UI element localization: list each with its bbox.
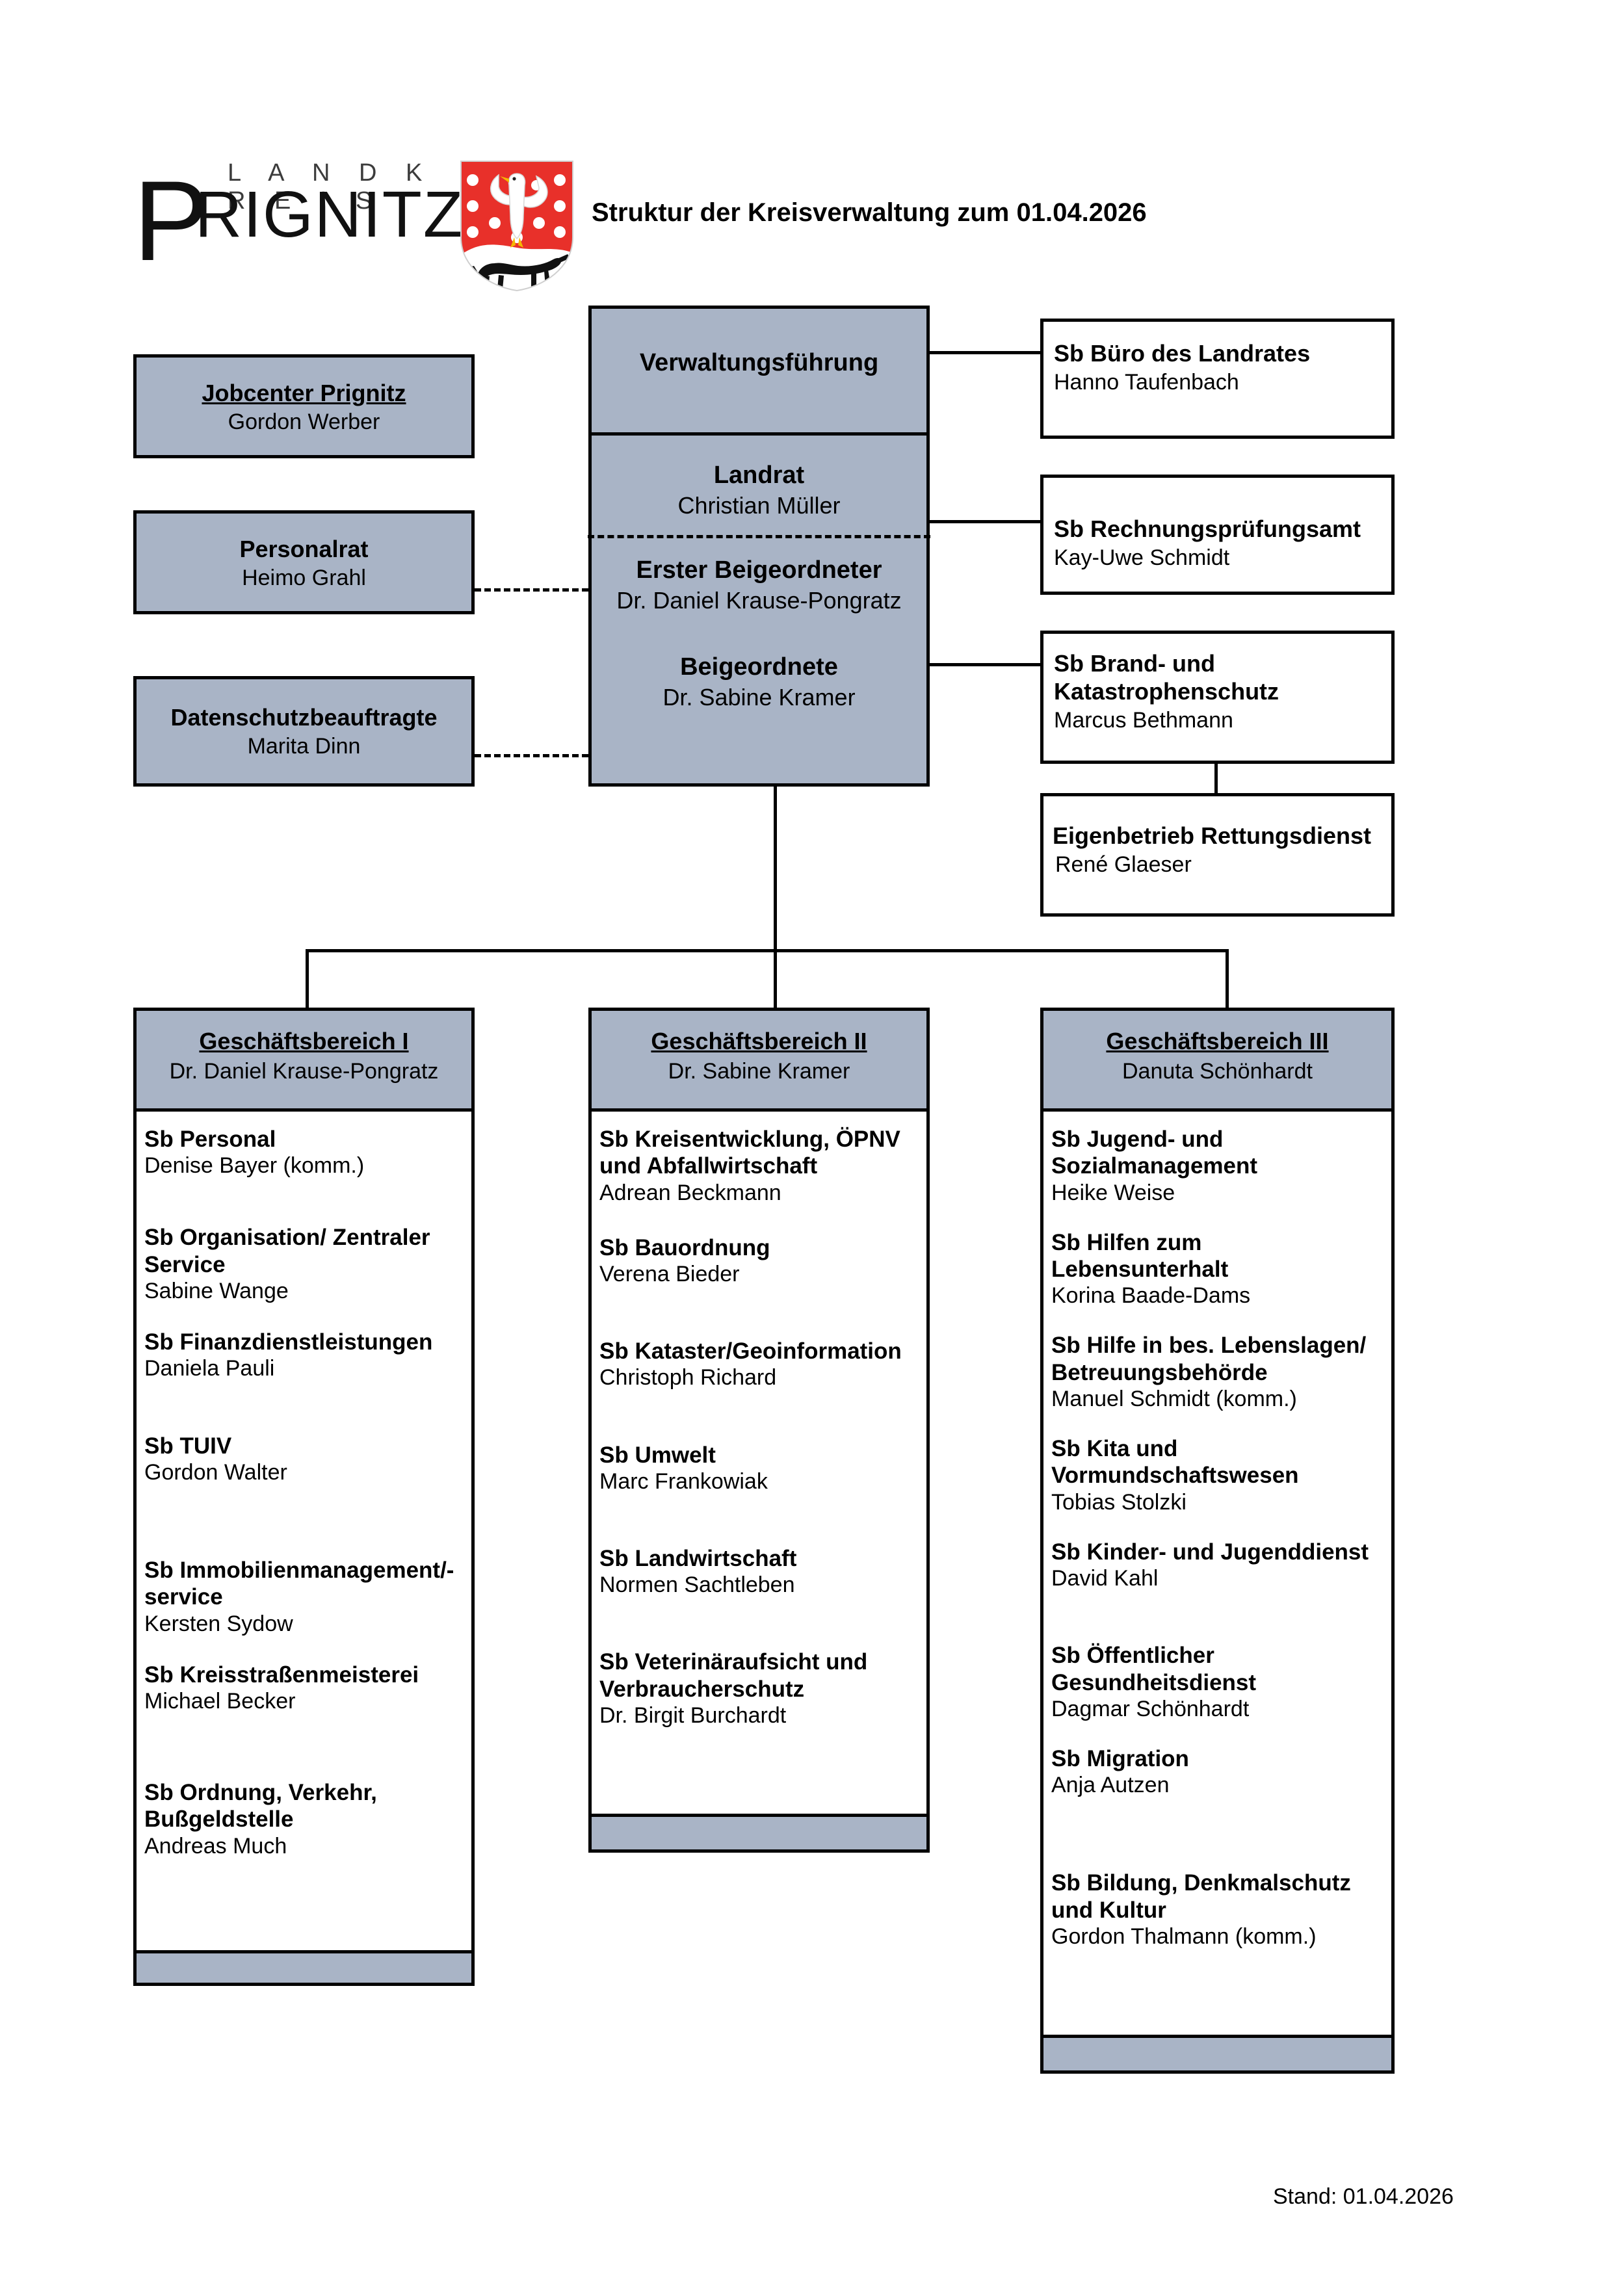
list-item[interactable]: Sb Bildung, Denkmalschutz und Kultur Gor…: [1051, 1870, 1351, 1949]
list-item[interactable]: Sb Finanzdienstleistungen Daniela Pauli: [144, 1329, 433, 1381]
box-personalrat[interactable]: Personalrat Heimo Grahl: [133, 510, 475, 614]
list-item[interactable]: Sb Umwelt Marc Frankowiak: [599, 1442, 768, 1494]
list-item[interactable]: Sb Kita und Vormundschaftswesen Tobias S…: [1051, 1436, 1299, 1515]
division-footer-2: [588, 1814, 930, 1853]
box-sb-rechnungspruefungsamt[interactable]: Sb Rechnungsprüfungsamt Kay-Uwe Schmidt: [1040, 475, 1395, 595]
landrat-title: Landrat: [713, 462, 805, 489]
box-jobcenter-prignitz[interactable]: Jobcenter Prignitz Gordon Werber: [133, 354, 475, 458]
connector-personalrat-dashed: [475, 588, 588, 592]
list-item[interactable]: Sb Kreisentwicklung, ÖPNV und Abfallwirt…: [599, 1127, 900, 1205]
personalrat-name: Heimo Grahl: [242, 566, 366, 590]
box-verwaltungsfuehrung[interactable]: Verwaltungsführung: [588, 306, 930, 436]
prignitz-coat-of-arms-icon: [460, 161, 573, 292]
list-item[interactable]: Sb TUIV Gordon Walter: [144, 1433, 287, 1485]
division-body-1[interactable]: Sb Personal Denise Bayer (komm.) Sb Orga…: [133, 1108, 475, 1953]
personalrat-title: Personalrat: [239, 536, 369, 562]
list-item[interactable]: Sb Immobilienmanagement/-service Kersten…: [144, 1557, 454, 1636]
box-datenschutzbeauftragte[interactable]: Datenschutzbeauftragte Marita Dinn: [133, 676, 475, 787]
landkreis-prignitz-logo: P L A N D K R E I S RIGNITZ: [130, 146, 585, 296]
box-sb-brand-und-katastrophenschutz[interactable]: Sb Brand- und Katastrophenschutz Marcus …: [1040, 631, 1395, 764]
list-item[interactable]: Sb Kinder- und Jugenddienst David Kahl: [1051, 1539, 1369, 1591]
beigeordnete-title: Beigeordnete: [680, 653, 838, 681]
landrat-name: Christian Müller: [677, 492, 841, 519]
division-header-2[interactable]: Geschäftsbereich II Dr. Sabine Kramer Ch…: [588, 1008, 930, 1134]
sb-brand-title: Sb Brand- und Katastrophenschutz: [1054, 650, 1279, 705]
jobcenter-name: Gordon Werber: [228, 410, 380, 434]
sb-buero-name: Hanno Taufenbach: [1054, 370, 1239, 395]
division-header-1[interactable]: Geschäftsbereich I Dr. Daniel Krause-Pon…: [133, 1008, 475, 1112]
beigeordnete-name: Dr. Sabine Kramer: [662, 684, 856, 711]
eigenbetrieb-title: Eigenbetrieb Rettungsdienst: [1053, 822, 1372, 849]
division-body-2[interactable]: Sb Kreisentwicklung, ÖPNV und Abfallwirt…: [588, 1108, 930, 1817]
stand-date: Stand: 01.04.2026: [1273, 2184, 1454, 2209]
division-3-title: Geschäftsbereich III: [1106, 1028, 1329, 1054]
connector-division-bus: [306, 949, 1229, 952]
list-item[interactable]: Sb Jugend- und Sozialmanagement Heike We…: [1051, 1127, 1258, 1205]
logo-initial-p: P: [133, 158, 209, 285]
sb-rpa-title: Sb Rechnungsprüfungsamt: [1054, 515, 1361, 542]
sb-rpa-name: Kay-Uwe Schmidt: [1054, 545, 1230, 570]
list-item[interactable]: Sb Veterinäraufsicht und Verbraucherschu…: [599, 1649, 868, 1728]
logo-prignitz-text: RIGNITZ: [195, 178, 464, 251]
division-1-lead: Dr. Daniel Krause-Pongratz: [169, 1059, 439, 1084]
box-sb-buero-des-landrates[interactable]: Sb Büro des Landrates Hanno Taufenbach: [1040, 319, 1395, 439]
leitung-divider: [588, 535, 930, 538]
division-header-3[interactable]: Geschäftsbereich III Danuta Schönhardt: [1040, 1008, 1395, 1112]
connector-center-drop: [774, 787, 777, 982]
list-item[interactable]: Sb Kreisstraßenmeisterei Michael Becker: [144, 1662, 419, 1714]
list-item[interactable]: Sb Öffentlicher Gesundheitsdienst Dagmar…: [1051, 1643, 1257, 1721]
division-2-title: Geschäftsbereich II: [651, 1028, 867, 1054]
division-body-3[interactable]: Sb Jugend- und Sozialmanagement Heike We…: [1040, 1108, 1395, 2038]
connector-to-buero: [930, 351, 1042, 354]
division-footer-1: [133, 1950, 475, 1986]
logo-wordmark: P L A N D K R E I S RIGNITZ: [130, 146, 468, 278]
list-item[interactable]: Sb Organisation/ Zentraler Service Sabin…: [144, 1225, 430, 1303]
list-item[interactable]: Sb Hilfen zum Lebensunterhalt Korina Baa…: [1051, 1229, 1251, 1309]
list-item[interactable]: Sb Ordnung, Verkehr, Bußgeldstelle Andre…: [144, 1780, 377, 1859]
connector-to-rpa: [930, 520, 1042, 523]
division-1-title: Geschäftsbereich I: [199, 1028, 409, 1054]
list-item[interactable]: Sb Migration Anja Autzen: [1051, 1745, 1189, 1798]
list-item[interactable]: Sb Hilfe in bes. Lebenslagen/ Betreuungs…: [1051, 1333, 1367, 1411]
connector-datenschutz-dashed: [475, 754, 588, 757]
list-item[interactable]: Sb Personal Denise Bayer (komm.): [144, 1127, 365, 1179]
division-2-lead: Dr. Sabine Kramer: [668, 1059, 850, 1084]
division-footer-3: [1040, 2035, 1395, 2074]
connector-to-brand: [930, 663, 1042, 666]
connector-brand-to-eigenbetrieb: [1214, 764, 1218, 795]
erster-beigeordneter-name: Dr. Daniel Krause-Pongratz: [616, 587, 902, 614]
box-eigenbetrieb-rettungsdienst[interactable]: Eigenbetrieb Rettungsdienst René Glaeser: [1040, 793, 1395, 917]
division-3-lead: Danuta Schönhardt: [1122, 1059, 1313, 1084]
datenschutz-name: Marita Dinn: [247, 734, 361, 759]
page-title: Struktur der Kreisverwaltung zum 01.04.2…: [592, 198, 1147, 227]
list-item[interactable]: Sb Bauordnung Verena Bieder: [599, 1234, 770, 1286]
connector-drop-division-1: [306, 949, 309, 1011]
list-item[interactable]: Sb Kataster/Geoinformation Christoph Ric…: [599, 1338, 902, 1390]
eigenbetrieb-name: René Glaeser: [1055, 852, 1192, 877]
connector-drop-division-2: [774, 949, 777, 1011]
logo-landkreis-text: L A N D K R E I S: [228, 159, 434, 215]
sb-buero-title: Sb Büro des Landrates: [1054, 340, 1311, 367]
jobcenter-title: Jobcenter Prignitz: [202, 380, 406, 406]
list-item[interactable]: Sb Landwirtschaft Normen Sachtleben: [599, 1545, 797, 1598]
verwaltungsfuehrung-title: Verwaltungsführung: [639, 349, 879, 376]
datenschutz-title: Datenschutzbeauftragte: [170, 704, 438, 731]
box-leitung[interactable]: Landrat Christian Müller Erster Beigeord…: [588, 432, 930, 787]
sb-brand-name: Marcus Bethmann: [1054, 708, 1233, 733]
connector-drop-division-3: [1226, 949, 1229, 1011]
erster-beigeordneter-title: Erster Beigeordneter: [636, 556, 882, 584]
